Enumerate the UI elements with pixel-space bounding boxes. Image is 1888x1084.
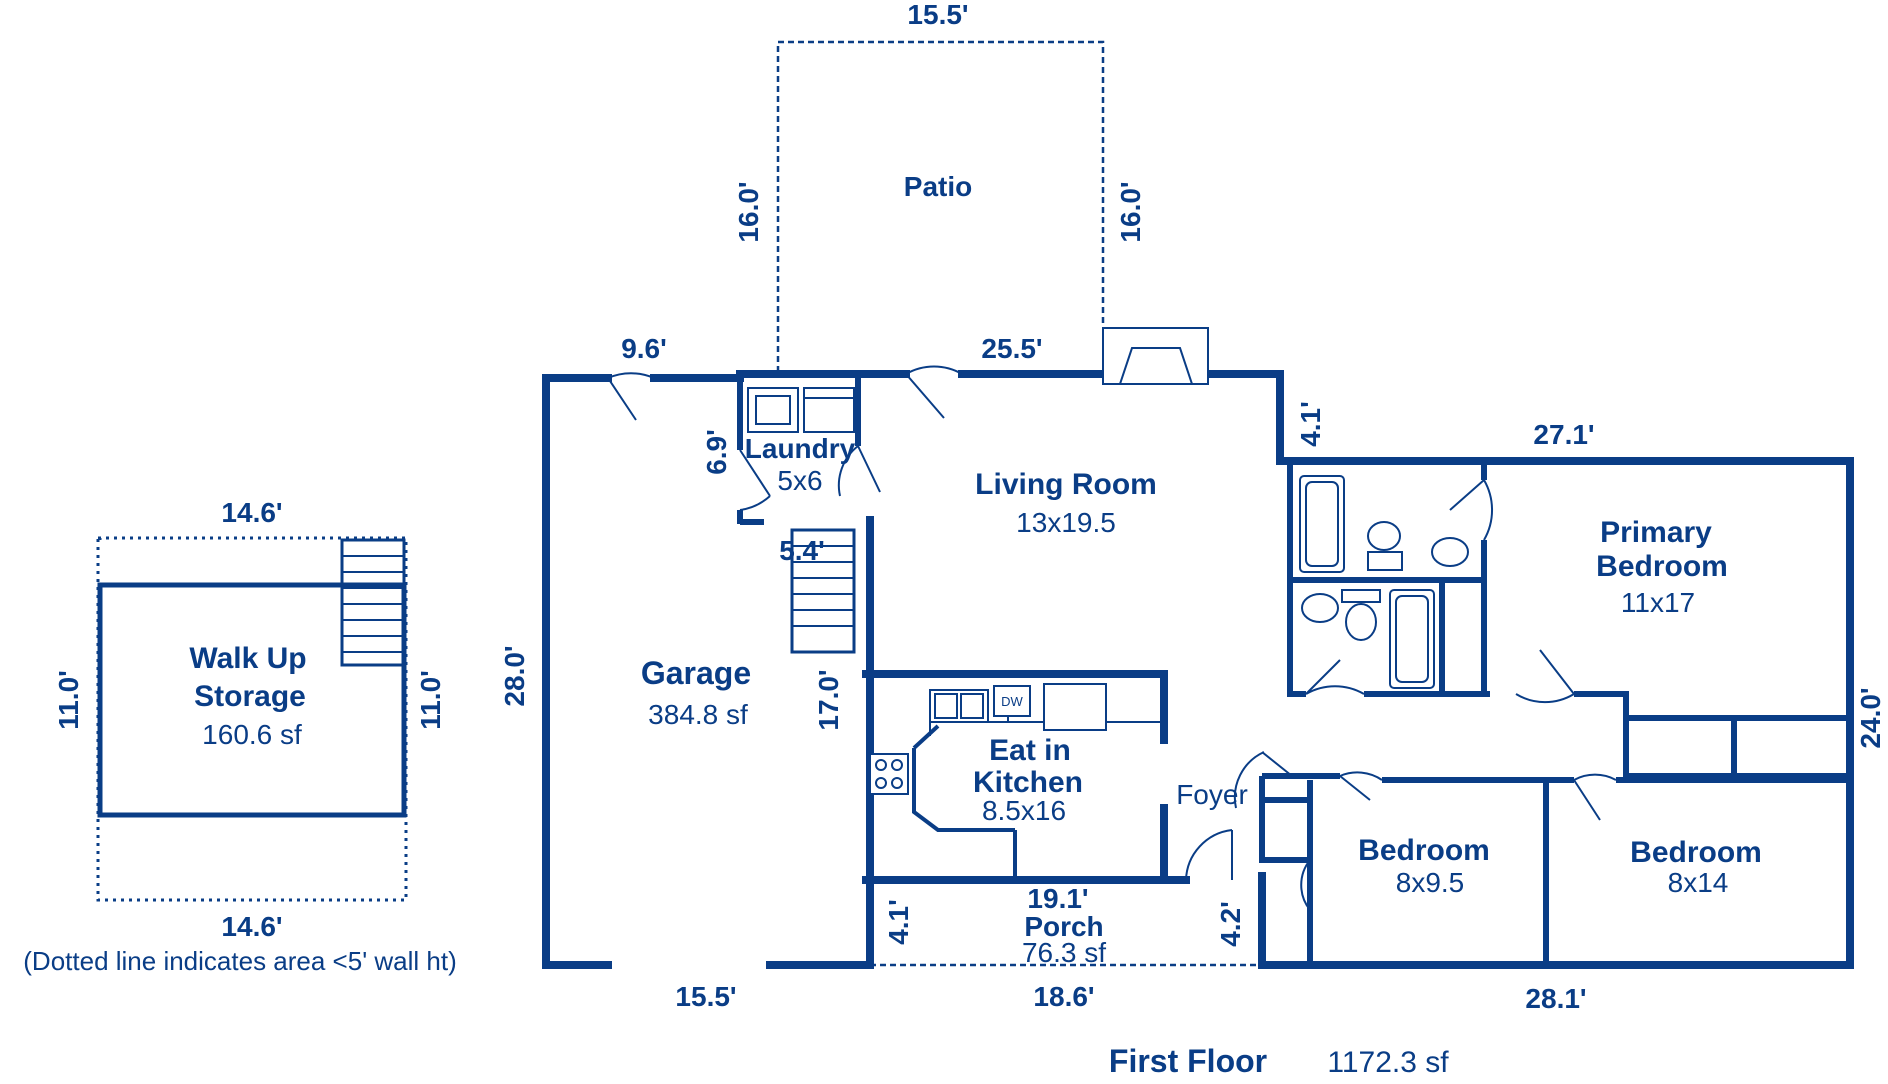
fixtures: DW	[747, 387, 1469, 832]
kitchen-label-2: Kitchen	[973, 766, 1083, 799]
living-room-size: 13x19.5	[1016, 507, 1116, 538]
storage-label-1: Walk Up	[189, 642, 306, 675]
primary-bedroom-label-2: Bedroom	[1596, 550, 1728, 583]
dim-patio-top: 15.5'	[907, 0, 968, 30]
kitchen-label-1: Eat in	[989, 734, 1071, 767]
dim-patio-left: 16.0'	[733, 181, 764, 242]
primary-bedroom-size: 11x17	[1621, 587, 1695, 618]
dim-porch-bottom: 18.6'	[1033, 981, 1094, 1012]
dimension-labels: 15.5' 16.0' 16.0' 9.6' 25.5' 4.1' 27.1' …	[53, 0, 1886, 1014]
floor-area: 1172.3 sf	[1327, 1046, 1449, 1079]
patio-label: Patio	[904, 171, 972, 202]
laundry-label: Laundry	[745, 433, 856, 464]
storage-label-2: Storage	[194, 680, 306, 713]
dim-laundry-side: 6.9'	[701, 429, 732, 475]
kitchen-size: 8.5x16	[982, 795, 1066, 826]
patio-outline	[776, 40, 1105, 372]
walk-up-storage	[96, 536, 408, 902]
bedroom-3-label: Bedroom	[1630, 836, 1762, 869]
dim-right-side: 24.0'	[1855, 687, 1886, 748]
room-labels: Patio Laundry 5x6 Living Room 13x19.5 Pr…	[189, 171, 1761, 968]
foyer-label: Foyer	[1176, 779, 1248, 810]
dishwasher-label: DW	[1001, 694, 1023, 709]
range-icon	[869, 753, 909, 795]
dim-living-top: 25.5'	[981, 333, 1042, 364]
bath-sink-icon	[1431, 537, 1469, 567]
refrigerator-icon	[1043, 683, 1107, 731]
storage-size: 160.6 sf	[202, 719, 302, 750]
bedroom-2-size: 8x9.5	[1396, 867, 1465, 898]
bath-sink-icon-2	[1301, 593, 1339, 623]
dim-patio-right: 16.0'	[1115, 181, 1146, 242]
exterior-walls	[542, 370, 1854, 969]
dim-porch-right: 4.2'	[1215, 901, 1246, 947]
dim-storage-top: 14.6'	[221, 497, 282, 528]
dim-storage-left: 11.0'	[53, 670, 84, 730]
porch-label: Porch	[1024, 911, 1103, 942]
dim-bedrooms-bottom: 28.1'	[1525, 983, 1586, 1014]
dim-storage-right: 11.0'	[415, 670, 446, 730]
laundry-size: 5x6	[777, 465, 822, 496]
doors	[607, 365, 1617, 911]
main-stairs	[790, 528, 856, 654]
dim-kitchen-bottom: 19.1'	[1027, 883, 1088, 914]
primary-bedroom-label-1: Primary	[1600, 516, 1712, 549]
dim-garage-bottom: 15.5'	[675, 981, 736, 1012]
interior-walls	[737, 374, 1850, 965]
dotted-line-note: (Dotted line indicates area <5' wall ht)	[23, 946, 456, 976]
toilet-icon	[1367, 521, 1401, 551]
living-room-label: Living Room	[975, 468, 1157, 501]
dim-step-right: 4.1'	[1295, 401, 1326, 447]
fireplace	[1102, 327, 1209, 385]
toilet-icon-2	[1345, 603, 1377, 641]
dim-porch-left: 4.1'	[883, 899, 914, 945]
bedroom-3-size: 8x14	[1668, 867, 1729, 898]
dim-garage-side: 28.0'	[499, 645, 530, 706]
dryer-icon	[803, 387, 855, 433]
dim-garage-inner: 17.0'	[813, 669, 844, 730]
storage-stairs	[340, 538, 406, 667]
dim-garage-top: 9.6'	[621, 333, 667, 364]
dim-primary-top: 27.1'	[1533, 419, 1594, 450]
dim-storage-bottom: 14.6'	[221, 911, 282, 942]
bedroom-2-label: Bedroom	[1358, 834, 1490, 867]
dim-stair-width: 5.4'	[779, 535, 825, 566]
porch-size: 76.3 sf	[1022, 937, 1106, 968]
garage-label: Garage	[641, 655, 751, 691]
floor-title: First Floor	[1109, 1043, 1267, 1079]
dishwasher-icon	[993, 685, 1031, 717]
garage-size: 384.8 sf	[648, 699, 748, 730]
